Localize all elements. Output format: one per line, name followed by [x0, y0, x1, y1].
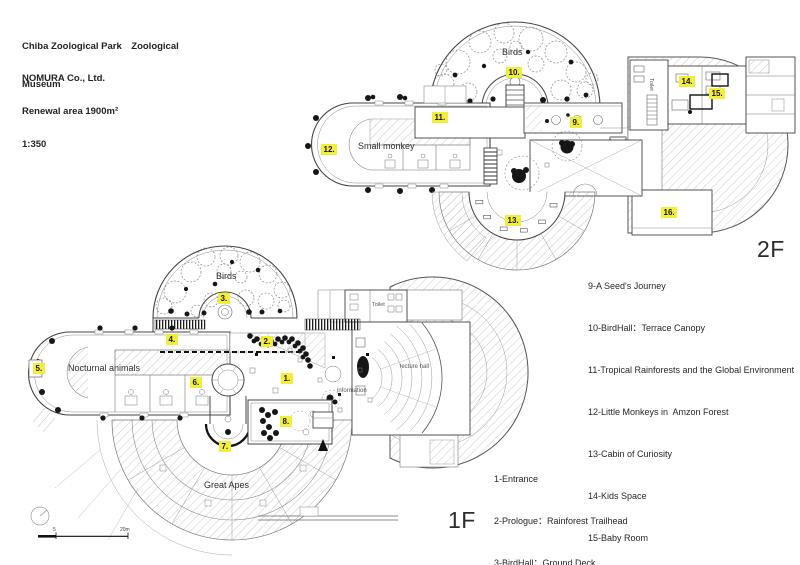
legend-2f-item: 13-Cabin of Curiosity [588, 449, 673, 459]
north-arrow [30, 506, 50, 526]
legend-2f-item: 9-A Seed's Journey [588, 281, 666, 291]
legend-1f-item: 3-BirdHall：Ground Deck [494, 558, 596, 565]
marker-11: 11. [432, 112, 448, 123]
scale-tick-mid: 5 [53, 527, 56, 533]
marker-7: 7. [219, 441, 231, 452]
1f-right-wing [317, 276, 529, 469]
drawing-scale: 1:350 [22, 139, 47, 150]
scale-bar [38, 532, 129, 539]
marker-9: 9. [570, 117, 582, 128]
renewal-area: Renewal area 1900m² [22, 106, 119, 117]
room-label-1f-nocturnal: Nocturnal animals [68, 363, 141, 373]
room-label-2f-small-monkey: Small monkey [358, 141, 415, 151]
room-label-1f-great-apes: Great Apes [204, 480, 250, 490]
room-label-2f-toilet: Toilet [648, 78, 654, 91]
scale-tick-end: 20m [120, 527, 130, 533]
project-title: Chiba Zoological Park Zoological Museum [22, 16, 179, 116]
legend-2f-item: 10-BirdHall：Terrace Canopy [588, 323, 706, 333]
project-meta: NOMURA Co., Ltd. Renewal area 1900m² 1:3… [22, 51, 118, 172]
room-label-1f-information: information [337, 388, 367, 394]
legend-2f-item: 14-Kids Space [588, 491, 647, 501]
room-label-1f-birds: Birds [216, 271, 237, 281]
marker-5: 5. [33, 363, 45, 374]
legend-1f-item: 2-Prologue：Rainforest Trailhead [494, 516, 628, 526]
marker-3: 3. [218, 293, 230, 304]
marker-6: 6. [190, 377, 202, 388]
1f-bird-hall [152, 245, 361, 332]
room-label-2f-birds: Birds [502, 47, 523, 57]
floor-label-1f: 1F [448, 507, 476, 533]
legend-2f-item: 15-Baby Room [588, 533, 649, 543]
floor-label-2f: 2F [757, 236, 785, 262]
project-title-line1: Chiba Zoological Park Zoological [22, 41, 179, 52]
legend-1f-item: 1-Entrance [494, 474, 539, 484]
2f-right-wing [609, 56, 796, 236]
room-label-1f-lecture-hall: lecture hall [400, 364, 430, 370]
marker-10: 10. [506, 67, 523, 78]
marker-16: 16. [661, 207, 678, 218]
company-name: NOMURA Co., Ltd. [22, 73, 106, 84]
project-title-line2: Museum [22, 78, 61, 90]
1f-great-apes-fan [54, 419, 398, 556]
marker-4: 4. [166, 334, 178, 345]
marker-12: 12. [321, 144, 338, 155]
marker-2: 2. [261, 336, 273, 347]
legend-2f-item: 11-Tropical Rainforests and the Global E… [588, 365, 795, 375]
legend-2f-item: 12-Little Monkeys in Amzon Forest [588, 407, 729, 417]
marker-8: 8. [280, 416, 292, 427]
legend-1f: 1-Entrance 2-Prologue：Rainforest Trailhe… [494, 444, 628, 565]
marker-14: 14. [679, 76, 696, 87]
room-label-1f-toilet: Toilet [372, 302, 385, 308]
marker-13: 13. [505, 215, 522, 226]
marker-1: 1. [281, 373, 293, 384]
marker-15: 15. [709, 88, 726, 99]
legend-2f: 9-A Seed's Journey 10-BirdHall：Terrace C… [588, 251, 794, 565]
